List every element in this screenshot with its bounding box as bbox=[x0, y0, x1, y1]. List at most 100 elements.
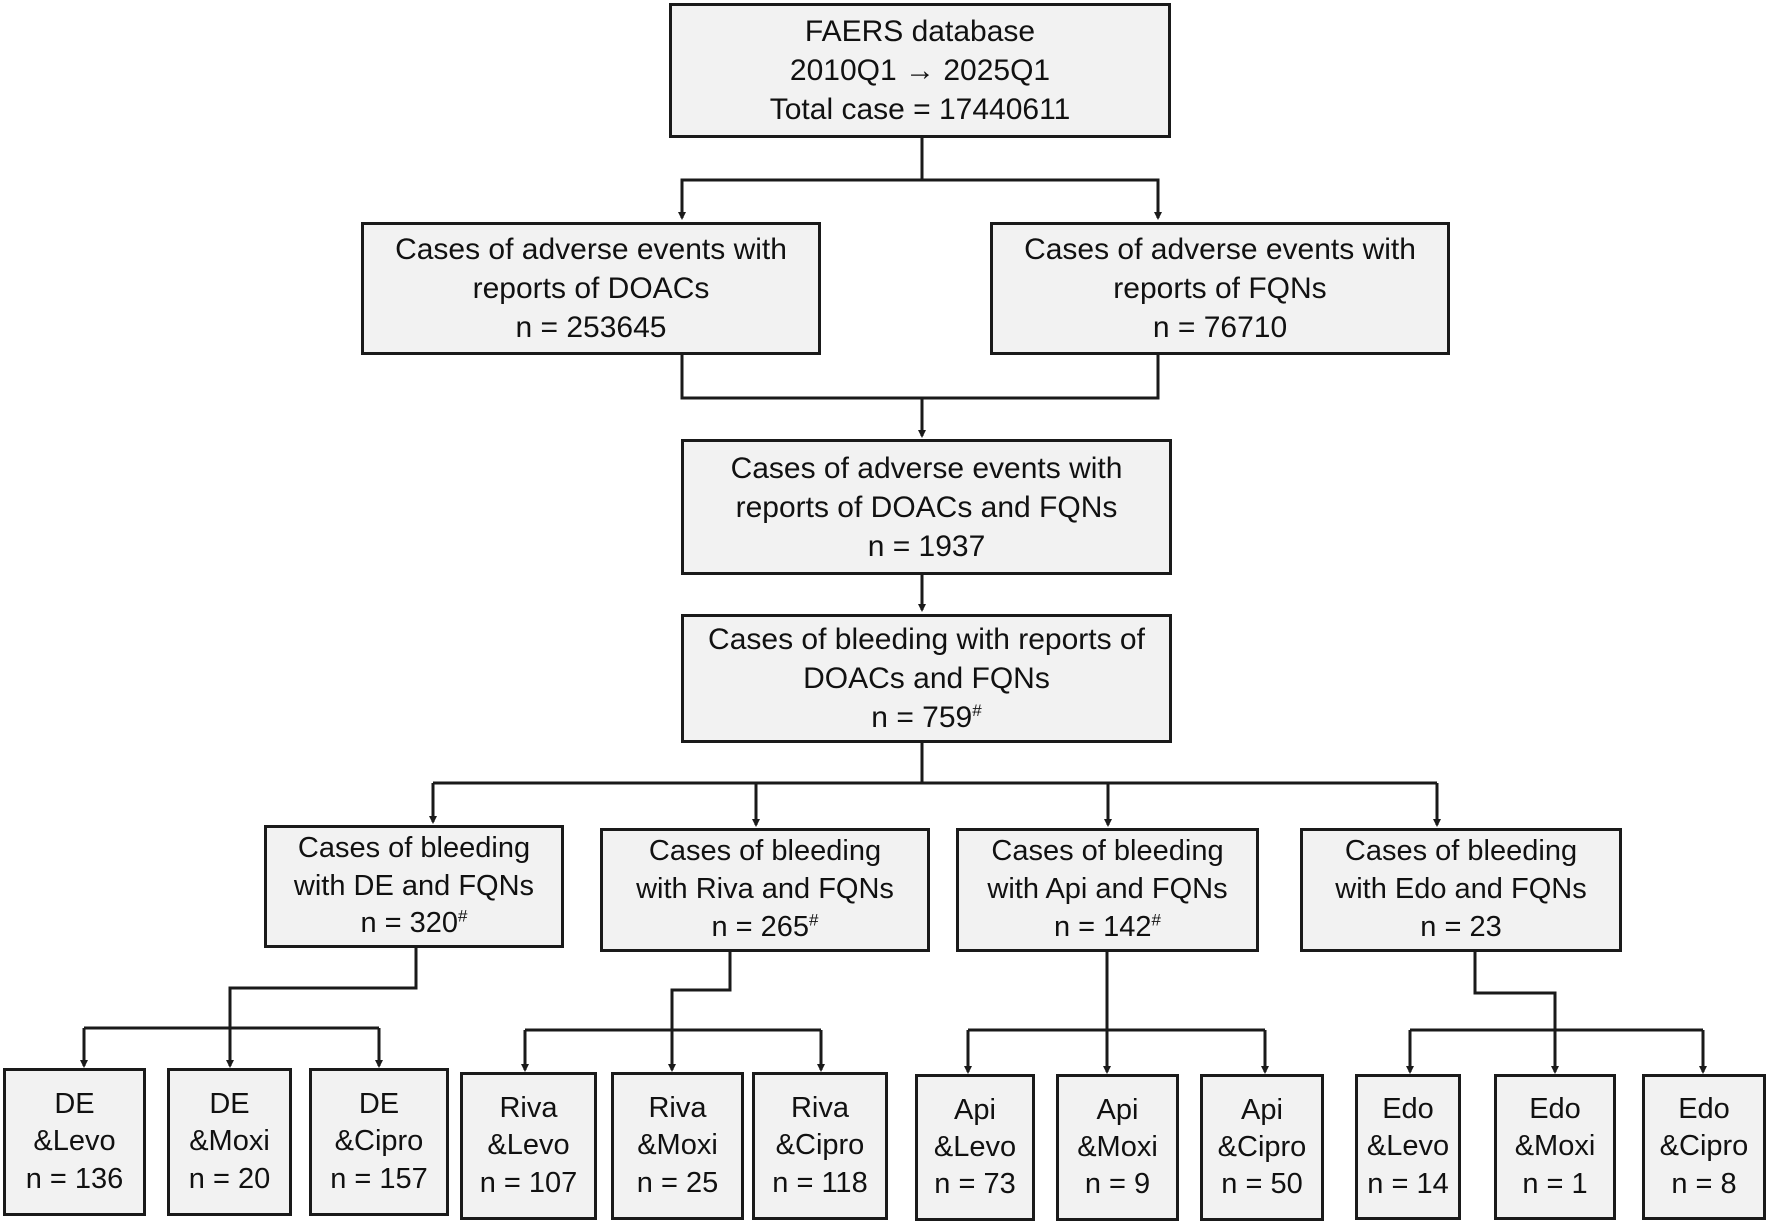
both-count: n = 1937 bbox=[867, 529, 986, 563]
leaf-de-moxi-combo: &Moxi bbox=[189, 1125, 270, 1158]
leaf-edo-moxi-count: n = 1 bbox=[1522, 1167, 1588, 1200]
leaf-de-levo-combo: &Levo bbox=[33, 1125, 116, 1158]
leaf-api-levo-count: n = 73 bbox=[934, 1168, 1016, 1201]
leaf-api-levo-combo: &Levo bbox=[933, 1130, 1017, 1163]
group-edo-count-value: n = 23 bbox=[1420, 910, 1502, 943]
fqns-line1: Cases of adverse events with bbox=[1024, 233, 1416, 266]
leaf-de-cipro-drug: DE bbox=[358, 1088, 400, 1121]
group-de-mark: # bbox=[458, 906, 468, 926]
connector-top-split-right bbox=[922, 178, 1162, 220]
group-box-edo: Cases of bleeding with Edo and FQNs n = … bbox=[1300, 828, 1622, 952]
group-api-count-value: n = 142 bbox=[1053, 910, 1152, 943]
group-box-api: Cases of bleeding with Api and FQNs n = … bbox=[956, 828, 1259, 952]
leaf-edo-cipro-drug: Edo bbox=[1678, 1093, 1730, 1126]
connector-merge bbox=[680, 355, 1160, 400]
leaf-edo-moxi-drug: Edo bbox=[1529, 1093, 1581, 1126]
connector-top-split bbox=[678, 138, 924, 220]
faers-title: FAERS database bbox=[804, 15, 1036, 48]
bleeding-count: n = 759# bbox=[871, 698, 981, 737]
leaf-api-cipro-count: n = 50 bbox=[1221, 1168, 1303, 1201]
leaf-edo-cipro-combo: &Cipro bbox=[1659, 1130, 1749, 1163]
doacs-line2: reports of DOACs bbox=[472, 272, 710, 305]
group-riva-count: n = 265# bbox=[711, 909, 818, 947]
group-api-line1: Cases of bleeding bbox=[991, 835, 1224, 868]
fqns-count: n = 76710 bbox=[1152, 311, 1288, 344]
leaf-api-moxi-count: n = 9 bbox=[1084, 1168, 1151, 1201]
leaf-api-moxi-drug: Api bbox=[1096, 1093, 1139, 1126]
leaf-riva-cipro-drug: Riva bbox=[790, 1092, 849, 1125]
leaf-riva-moxi: Riva &Moxi n = 25 bbox=[611, 1072, 744, 1220]
group-edo-line2: with Edo and FQNs bbox=[1335, 873, 1587, 906]
leaf-riva-levo-count: n = 107 bbox=[479, 1166, 578, 1199]
bleeding-box: Cases of bleeding with reports of DOACs … bbox=[681, 614, 1172, 743]
leaf-api-levo-drug: Api bbox=[954, 1093, 996, 1126]
connector-riva-stem bbox=[670, 952, 732, 1030]
leaf-edo-levo-drug: Edo bbox=[1382, 1093, 1434, 1126]
faers-total: Total case = 17440611 bbox=[769, 93, 1071, 126]
leaf-edo-levo-combo: &Levo bbox=[1366, 1130, 1450, 1163]
leaf-riva-cipro: Riva &Cipro n = 118 bbox=[752, 1072, 888, 1220]
connector-de-stem bbox=[228, 948, 418, 1028]
leaf-de-cipro-combo: &Cipro bbox=[334, 1125, 424, 1158]
leaf-de-levo-drug: DE bbox=[54, 1088, 95, 1121]
group-riva-line1: Cases of bleeding bbox=[648, 835, 882, 868]
group-api-line2: with Api and FQNs bbox=[987, 873, 1228, 906]
leaf-api-cipro: Api &Cipro n = 50 bbox=[1200, 1074, 1324, 1221]
group-edo-line1: Cases of bleeding bbox=[1344, 835, 1578, 868]
group-api-mark: # bbox=[1151, 910, 1162, 930]
leaf-api-cipro-drug: Api bbox=[1241, 1093, 1283, 1126]
leaf-edo-cipro: Edo &Cipro n = 8 bbox=[1642, 1074, 1766, 1220]
doacs-line1: Cases of adverse events with bbox=[395, 233, 787, 266]
group-de-count-value: n = 320 bbox=[360, 907, 459, 940]
group-api-count: n = 142# bbox=[1054, 909, 1161, 947]
leaf-de-levo: DE &Levo n = 136 bbox=[3, 1068, 146, 1216]
group-de-line1: Cases of bleeding bbox=[297, 831, 531, 864]
leaf-riva-moxi-drug: Riva bbox=[648, 1092, 707, 1125]
group-box-riva: Cases of bleeding with Riva and FQNs n =… bbox=[600, 828, 930, 952]
fqns-line2: reports of FQNs bbox=[1113, 272, 1327, 305]
doacs-box: Cases of adverse events with reports of … bbox=[361, 222, 821, 355]
bleeding-count-value: n = 759 bbox=[871, 701, 973, 734]
both-line2: reports of DOACs and FQNs bbox=[735, 490, 1118, 524]
faers-database-box: FAERS database 2010Q1 → 2025Q1 Total cas… bbox=[669, 3, 1171, 138]
leaf-api-moxi: Api &Moxi n = 9 bbox=[1056, 1074, 1179, 1221]
leaf-api-cipro-combo: &Cipro bbox=[1217, 1130, 1307, 1163]
bleeding-line1: Cases of bleeding with reports of bbox=[708, 623, 1145, 656]
leaf-api-moxi-combo: &Moxi bbox=[1077, 1130, 1158, 1163]
leaf-riva-cipro-count: n = 118 bbox=[772, 1166, 868, 1199]
leaf-riva-cipro-combo: &Cipro bbox=[775, 1129, 865, 1162]
doacs-and-fqns-box: Cases of adverse events with reports of … bbox=[681, 439, 1172, 575]
leaf-de-moxi-count: n = 20 bbox=[188, 1162, 271, 1195]
bleeding-line2: DOACs and FQNs bbox=[803, 662, 1050, 695]
group-edo-count: n = 23 bbox=[1420, 909, 1501, 947]
group-box-de: Cases of bleeding with DE and FQNs n = 3… bbox=[264, 825, 564, 948]
leaf-edo-levo: Edo &Levo n = 14 bbox=[1355, 1074, 1461, 1220]
leaf-riva-moxi-combo: &Moxi bbox=[637, 1129, 718, 1162]
leaf-edo-moxi: Edo &Moxi n = 1 bbox=[1494, 1074, 1616, 1220]
leaf-riva-levo-combo: &Levo bbox=[487, 1129, 570, 1162]
leaf-riva-levo-drug: Riva bbox=[499, 1092, 558, 1125]
leaf-de-levo-count: n = 136 bbox=[25, 1162, 124, 1195]
group-riva-mark: # bbox=[809, 910, 819, 930]
leaf-edo-moxi-combo: &Moxi bbox=[1514, 1130, 1596, 1163]
leaf-de-cipro-count: n = 157 bbox=[330, 1162, 428, 1195]
group-de-count: n = 320# bbox=[360, 905, 467, 943]
leaf-edo-cipro-count: n = 8 bbox=[1671, 1167, 1737, 1200]
both-line1: Cases of adverse events with bbox=[730, 451, 1123, 485]
leaf-api-levo: Api &Levo n = 73 bbox=[915, 1074, 1035, 1221]
leaf-de-moxi-drug: DE bbox=[209, 1088, 250, 1121]
leaf-riva-moxi-count: n = 25 bbox=[636, 1166, 719, 1199]
leaf-riva-levo: Riva &Levo n = 107 bbox=[460, 1072, 597, 1220]
bleeding-mark: # bbox=[972, 701, 982, 720]
group-riva-line2: with Riva and FQNs bbox=[636, 873, 894, 906]
leaf-de-moxi: DE &Moxi n = 20 bbox=[167, 1068, 292, 1216]
leaf-de-cipro: DE &Cipro n = 157 bbox=[309, 1068, 449, 1216]
connector-edo-stem bbox=[1473, 952, 1557, 1030]
doacs-count: n = 253645 bbox=[515, 311, 667, 344]
leaf-edo-levo-count: n = 14 bbox=[1367, 1167, 1449, 1200]
group-de-line2: with DE and FQNs bbox=[293, 869, 535, 902]
faers-period: 2010Q1 → 2025Q1 bbox=[789, 54, 1051, 87]
fqns-box: Cases of adverse events with reports of … bbox=[990, 222, 1450, 355]
